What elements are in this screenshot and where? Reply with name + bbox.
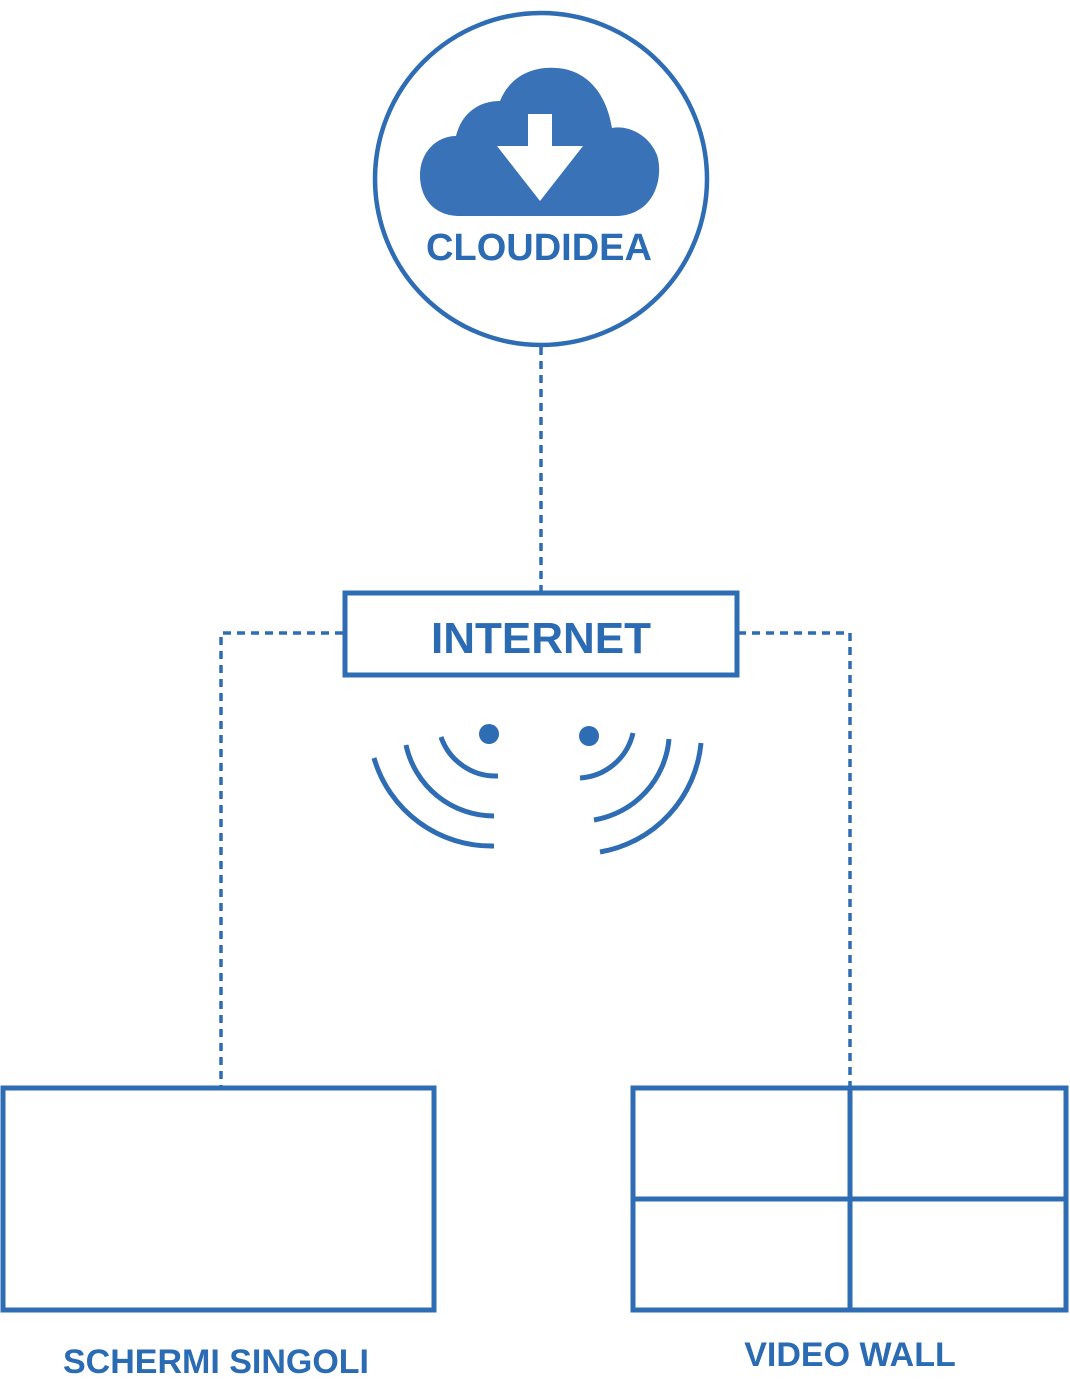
connectors bbox=[219, 347, 852, 1086]
cloud-node-label: CLOUDIDEA bbox=[426, 227, 652, 269]
video-wall-icon bbox=[630, 1085, 1069, 1313]
internet-node: INTERNET bbox=[342, 590, 740, 678]
single-screen-label: SCHERMI SINGOLI bbox=[63, 1343, 369, 1381]
video-wall-label: VIDEO WALL bbox=[744, 1336, 956, 1374]
connector-internet-single-screen bbox=[219, 631, 343, 1086]
cloud-download-icon bbox=[420, 67, 660, 216]
connector-internet-video-wall bbox=[738, 631, 852, 1086]
internet-node-label: INTERNET bbox=[431, 614, 651, 663]
single-screen-node: SCHERMI SINGOLI bbox=[0, 1085, 437, 1381]
wireless-signal-icon bbox=[371, 724, 704, 855]
single-screen-icon bbox=[0, 1085, 437, 1313]
video-wall-node: VIDEO WALL bbox=[630, 1085, 1069, 1374]
cloud-node: CLOUDIDEA bbox=[372, 10, 710, 348]
internet-node-box bbox=[342, 590, 740, 678]
